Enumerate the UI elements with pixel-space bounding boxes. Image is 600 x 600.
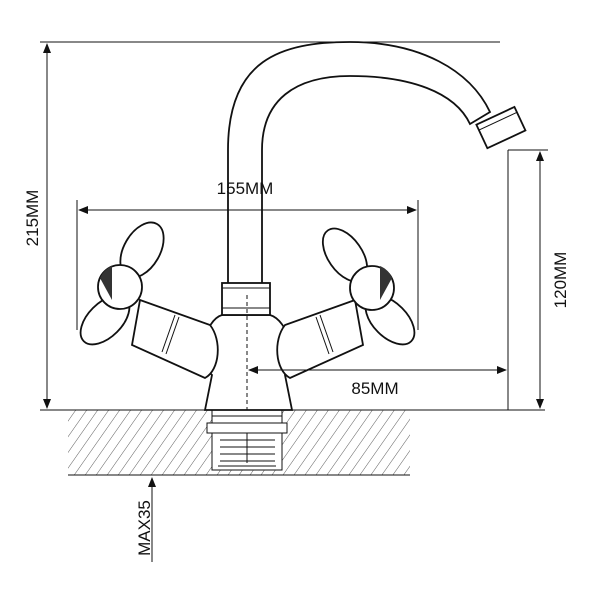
dimension-spout-height: 120MM xyxy=(507,149,570,410)
total-height-label: 215MM xyxy=(23,190,42,247)
spout-reach-label: 85MM xyxy=(351,379,398,398)
left-handle xyxy=(79,221,219,380)
countertop-section xyxy=(40,409,545,476)
threaded-shank xyxy=(206,409,288,471)
spout xyxy=(227,41,527,286)
handle-span-label: 155MM xyxy=(217,179,274,198)
max-thickness-label: MAX35 xyxy=(135,500,154,556)
dimension-max-thickness: MAX35 xyxy=(135,477,156,562)
faucet-body xyxy=(202,282,294,411)
aerator-nozzle xyxy=(475,105,527,150)
spout-height-label: 120MM xyxy=(551,252,570,309)
right-handle xyxy=(276,227,416,380)
dimension-handle-span: 155MM xyxy=(76,179,419,330)
dimension-total-height: 215MM xyxy=(23,41,500,409)
dimension-spout-reach: 85MM xyxy=(248,366,507,398)
